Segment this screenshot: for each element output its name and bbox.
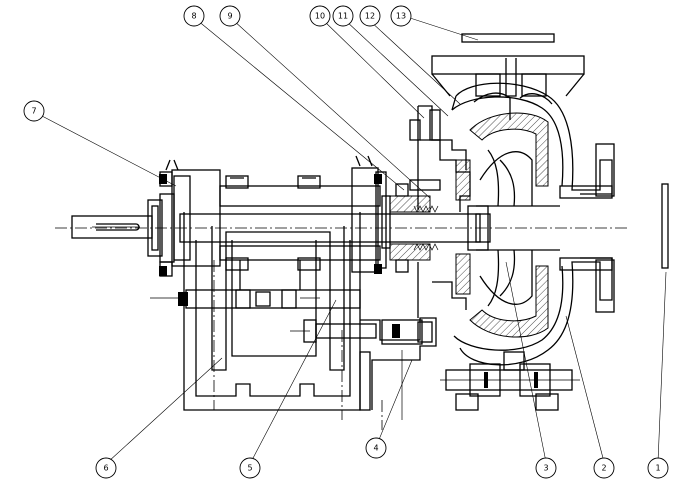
shaft-end <box>71 193 175 263</box>
callout-5: 5 <box>239 457 261 479</box>
leader-lines <box>41 17 667 463</box>
callout-11: 11 <box>332 5 354 27</box>
adjusting-bolt <box>290 319 377 343</box>
callout-8-label: 8 <box>191 12 196 21</box>
callout-9: 9 <box>219 5 241 27</box>
callout-7-label: 7 <box>31 107 36 116</box>
discharge-flange <box>431 33 585 97</box>
bearing-assembly <box>159 155 391 277</box>
base-frame <box>150 212 383 430</box>
callout-1-label: 1 <box>655 464 660 473</box>
stuffing-box <box>360 317 437 420</box>
callout-12-label: 12 <box>365 12 375 21</box>
shaft-seal <box>389 179 441 273</box>
callout-1: 1 <box>647 457 669 479</box>
callout-6-label: 6 <box>103 464 108 473</box>
impeller <box>476 149 560 307</box>
callout-4-label: 4 <box>373 444 378 453</box>
casing-bolts <box>440 351 580 411</box>
callout-3: 3 <box>535 457 557 479</box>
callout-6: 6 <box>95 457 117 479</box>
callout-2: 2 <box>593 457 615 479</box>
callout-12: 12 <box>359 5 381 27</box>
callout-8: 8 <box>183 5 205 27</box>
callout-4: 4 <box>365 437 387 459</box>
callout-10-label: 10 <box>315 12 325 21</box>
callout-3-label: 3 <box>543 464 548 473</box>
callout-13-label: 13 <box>396 12 406 21</box>
callout-5-label: 5 <box>247 464 252 473</box>
callout-13: 13 <box>390 5 412 27</box>
callout-7: 7 <box>23 100 45 122</box>
callout-10: 10 <box>309 5 331 27</box>
callout-2-label: 2 <box>601 464 606 473</box>
callout-9-label: 9 <box>227 12 232 21</box>
callout-11-label: 11 <box>338 12 348 21</box>
suction-flange <box>559 143 669 313</box>
volute-casing <box>451 82 613 366</box>
